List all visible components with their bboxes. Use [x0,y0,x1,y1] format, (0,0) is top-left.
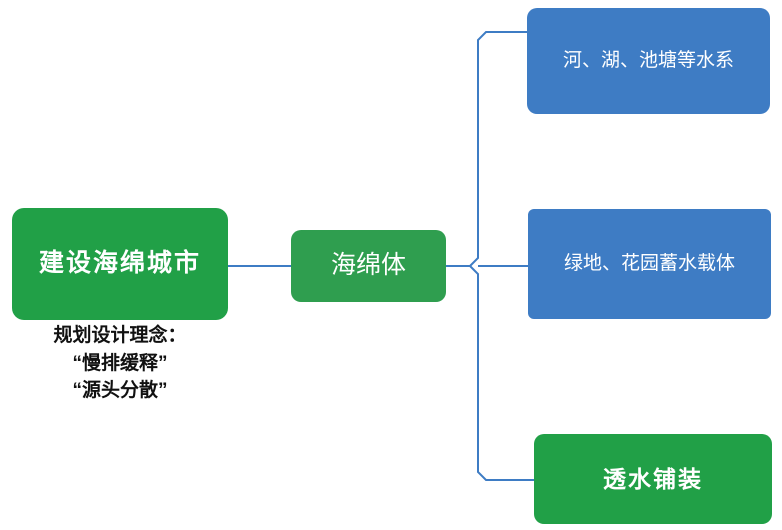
caption-line-2: “慢排缓释” [72,352,168,374]
node-sponge-body[interactable]: 海绵体 [291,230,446,302]
node-permeable-pavement[interactable]: 透水铺装 [534,434,772,524]
node-sponge-body-label: 海绵体 [330,251,406,280]
node-water-systems-label: 河、湖、池塘等水系 [562,50,734,72]
caption-line-1: 规划设计理念： [53,325,187,346]
node-permeable-pavement-label: 透水铺装 [603,465,703,492]
node-green-space-carriers-label: 绿地、花园蓄水载体 [563,253,735,275]
node-build-sponge-city-label: 建设海绵城市 [38,249,201,278]
node-water-systems[interactable]: 河、湖、池塘等水系 [527,8,770,114]
caption-line-3: “源头分散” [72,380,168,402]
node-build-sponge-city[interactable]: 建设海绵城市 [12,208,228,320]
connector-branch-0 [469,31,527,267]
design-concept-caption: 规划设计理念： “慢排缓释” “源头分散” [12,322,228,405]
connector-branch-2 [469,265,534,481]
node-green-space-carriers[interactable]: 绿地、花园蓄水载体 [528,209,771,319]
